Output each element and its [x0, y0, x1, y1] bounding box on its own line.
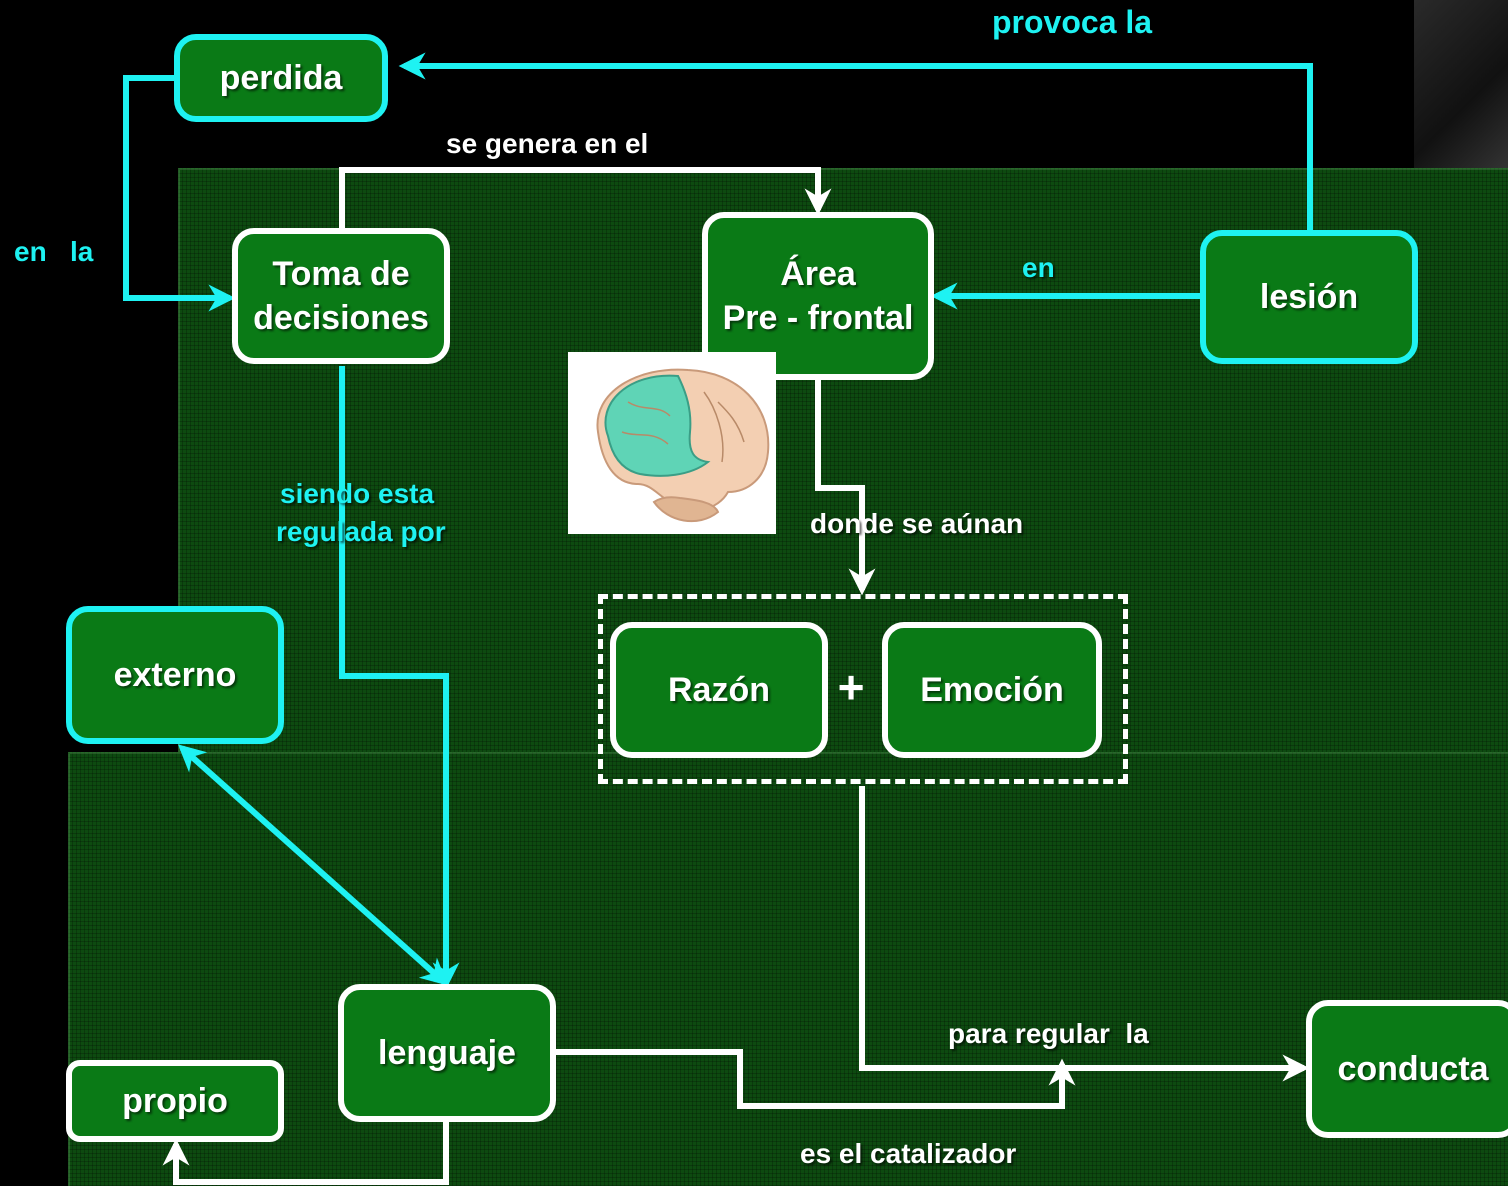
label-siendo-esta: siendo esta	[280, 478, 435, 509]
arrow-lesion-to-perdida	[398, 52, 1313, 232]
node-toma-line2: decisiones	[253, 299, 429, 337]
arrow-lenguaje-to-propio	[162, 1122, 449, 1185]
node-lesion[interactable]: lesión	[1200, 230, 1418, 364]
node-perdida[interactable]: perdida	[174, 34, 388, 122]
node-emocion-label: Emoción	[920, 670, 1064, 709]
node-perdida-label: perdida	[219, 58, 343, 97]
node-area-line2: Pre - frontal	[722, 299, 914, 338]
label-es-el-catalizador: es el catalizador	[800, 1138, 1017, 1169]
node-emocion[interactable]: Emoción	[882, 622, 1102, 758]
node-propio-label: propio	[122, 1081, 228, 1120]
node-toma-de-decisiones[interactable]: Toma de decisiones	[232, 228, 450, 364]
node-conducta[interactable]: conducta	[1306, 1000, 1508, 1138]
label-donde-se-aunan: donde se aúnan	[810, 508, 1024, 539]
node-propio[interactable]: propio	[66, 1060, 284, 1142]
node-lenguaje-label: lenguaje	[378, 1033, 516, 1072]
label-en: en	[1022, 252, 1055, 283]
label-se-genera-en-el: se genera en el	[446, 128, 649, 159]
label-regulada-por: regulada por	[276, 516, 446, 547]
node-area-line1: Área	[780, 255, 856, 293]
portrait-photo	[1414, 0, 1508, 168]
node-razon-label: Razón	[668, 670, 770, 709]
label-en-la: en la	[14, 236, 94, 267]
razon-emocion-group	[598, 594, 1128, 784]
arrow-perdida-to-toma	[123, 75, 236, 312]
brain-icon	[596, 368, 770, 522]
node-toma-line1: Toma de	[272, 254, 410, 293]
node-externo[interactable]: externo	[66, 606, 284, 744]
plus-sign: +	[837, 661, 865, 713]
brain-image	[568, 352, 776, 534]
arrow-area-to-razon-emocion	[815, 380, 876, 596]
arrow-toma-to-lenguaje	[339, 366, 460, 990]
node-lenguaje[interactable]: lenguaje	[338, 984, 556, 1122]
node-razon[interactable]: Razón	[610, 622, 828, 758]
label-provoca-la: provoca la	[992, 4, 1153, 40]
node-conducta-label: conducta	[1337, 1049, 1489, 1088]
node-externo-label: externo	[113, 655, 237, 694]
arrow-lenguaje-catalizador	[556, 1049, 1076, 1109]
node-lesion-label: lesión	[1259, 277, 1359, 316]
arrow-toma-to-area	[339, 167, 832, 230]
label-para-regular-la: para regular la	[948, 1018, 1149, 1049]
arrow-razon-emocion-to-conducta	[859, 786, 1310, 1082]
arrow-externo-lenguaje	[177, 744, 449, 986]
